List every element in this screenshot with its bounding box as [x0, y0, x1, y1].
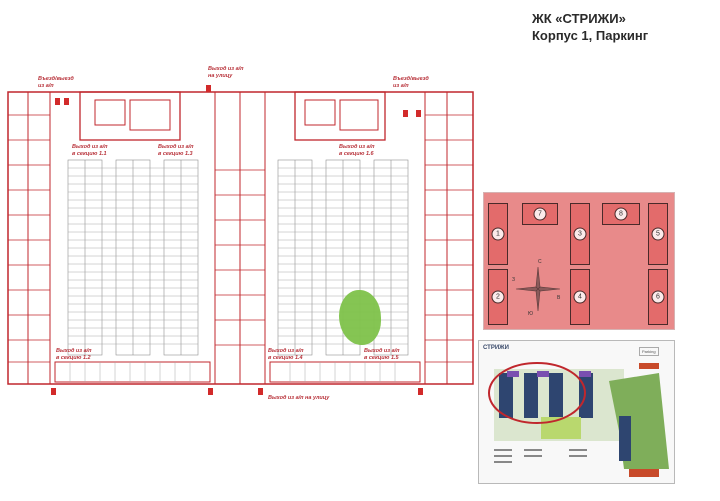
label-exit-street-bottom: Выход из а/п на улицу — [268, 395, 330, 401]
label-exit-section-1-2: Выход из а/п в секцию 1.2 — [56, 348, 92, 361]
brand-logo: СТРИЖИ — [483, 345, 509, 351]
entry-arrow-icon — [403, 110, 408, 117]
parking-floor-plan: Въезд/выезд из а/п Выход из а/п на улицу… — [7, 66, 474, 401]
selected-spot-highlight — [339, 290, 381, 345]
label-exit-section-1-1: Выход из а/п в секцию 1.1 — [72, 144, 108, 157]
floor-plan-drawing — [7, 91, 474, 385]
section-7: 7 — [522, 203, 558, 225]
compass-icon — [515, 266, 561, 312]
compass-north: С — [538, 259, 542, 265]
label-exit-street-top: Выход из а/п на улицу — [208, 66, 244, 79]
section-5: 5 — [648, 203, 668, 265]
section-8: 8 — [602, 203, 640, 225]
site-plan-drawing — [488, 362, 669, 477]
complex-name: ЖК «СТРИЖИ» — [532, 11, 626, 26]
compass-east: В — [557, 295, 561, 301]
label-exit-section-1-6: Выход из а/п в секцию 1.6 — [339, 144, 375, 157]
entry-arrow-icon — [55, 98, 60, 105]
section-2: 2 — [488, 269, 508, 325]
section-1: 1 — [488, 203, 508, 265]
building-subtitle: Корпус 1, Паркинг — [532, 28, 649, 43]
compass-west: З — [512, 277, 516, 283]
exit-arrow-icon — [416, 110, 421, 117]
section-6: 6 — [648, 269, 668, 325]
exit-arrow-icon — [206, 85, 211, 92]
label-entry-left: Въезд/выезд из а/п — [38, 76, 74, 89]
section-3: 3 — [570, 203, 590, 265]
label-exit-section-1-5: Выход из а/п в секцию 1.5 — [364, 348, 400, 361]
label-exit-section-1-3: Выход из а/п в секцию 1.3 — [158, 144, 194, 157]
exit-arrow-icon — [51, 388, 56, 395]
section-4: 4 — [570, 269, 590, 325]
building-sections-schema: 1 2 3 4 5 6 7 8 С З В Ю — [483, 192, 675, 330]
exit-arrow-icon — [418, 388, 423, 395]
exit-arrow-icon — [64, 98, 69, 105]
page-title: ЖК «СТРИЖИ» Корпус 1, Паркинг — [532, 10, 648, 44]
label-entry-right: Въезд/выезд из а/п — [393, 76, 429, 89]
compass-south: Ю — [528, 311, 534, 317]
parking-badge: Parking — [639, 347, 659, 356]
site-map: СТРИЖИ Parking — [478, 340, 675, 484]
exit-arrow-icon — [208, 388, 213, 395]
label-exit-section-1-4: Выход из а/п в секцию 1.4 — [268, 348, 304, 361]
exit-arrow-icon — [258, 388, 263, 395]
